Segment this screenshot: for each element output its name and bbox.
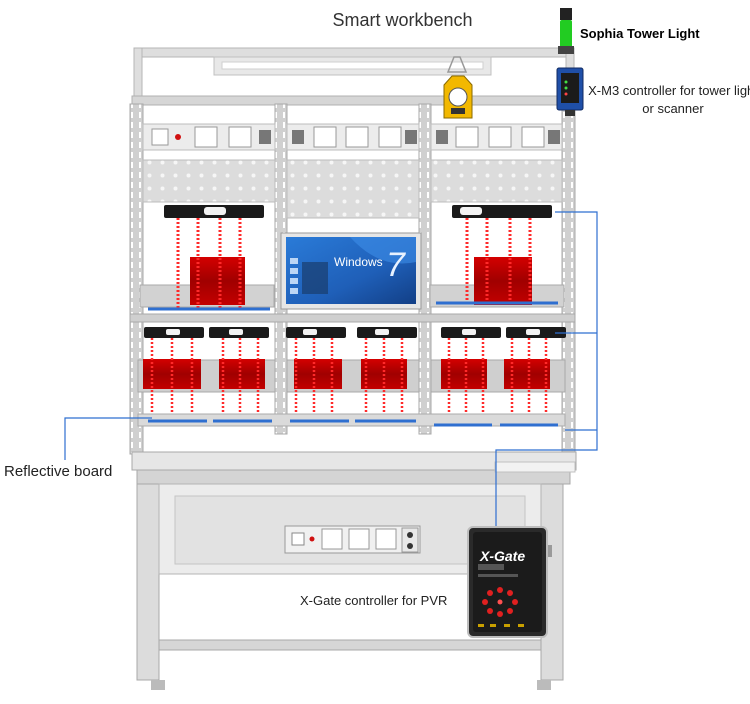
monitor: Windows 7 — [281, 233, 421, 309]
desk-outlet-strip — [285, 526, 420, 553]
lower-pick-sensors — [138, 327, 566, 415]
xm3-controller-label: X-M3 controller for tower light or scann… — [588, 82, 750, 118]
top-frame — [132, 48, 576, 105]
monitor-screen-mark: 7 — [386, 246, 406, 284]
xgate-device — [468, 527, 552, 637]
reflective-board-label: Reflective board — [4, 463, 112, 480]
xgate-controller-label: X-Gate controller for PVR — [300, 593, 447, 608]
monitor-screen-text: Windows — [334, 255, 383, 269]
xm3-controller — [557, 68, 583, 116]
power-outlet-strip — [143, 124, 562, 150]
xgate-brand-text: X-Gate — [480, 548, 525, 564]
tower-light-label: Sophia Tower Light — [580, 26, 700, 41]
